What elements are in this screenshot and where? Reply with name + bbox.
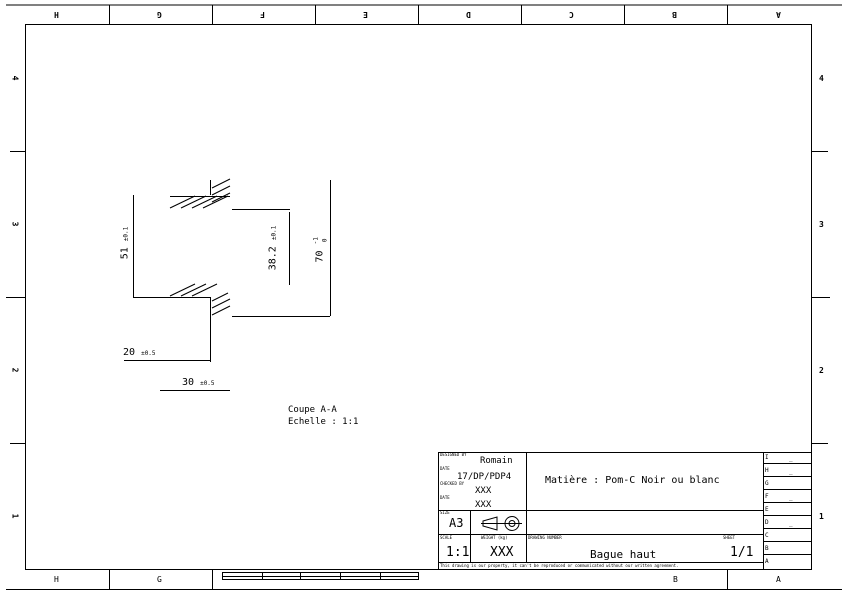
revision-letter: F bbox=[765, 493, 769, 500]
scale-label: Echelle : 1:1 bbox=[288, 417, 359, 427]
weight-label: WEIGHT (kg) bbox=[481, 535, 508, 540]
row-number-right: 2 bbox=[819, 366, 824, 375]
revision-mark: _ bbox=[789, 468, 793, 475]
row-number-left: 2 bbox=[10, 367, 20, 373]
zone-letter-bottom: B bbox=[673, 575, 678, 584]
part-name: Bague haut bbox=[590, 548, 657, 561]
checked-by-label: CHECKED BY bbox=[440, 481, 465, 486]
zone-letter-top: A bbox=[776, 10, 781, 19]
revision-letter: C bbox=[765, 532, 769, 539]
scale-value: 1:1 bbox=[446, 545, 470, 560]
designed-by-label: DESIGNED BY bbox=[440, 452, 467, 457]
scale-field-label: SCALE bbox=[440, 535, 453, 540]
revision-letter: H bbox=[765, 467, 769, 474]
material-text: Matière : Pom-C Noir ou blanc bbox=[545, 475, 720, 486]
zone-letter-top: H bbox=[54, 10, 59, 19]
date-value: 17/DP/PDP4 bbox=[457, 472, 512, 482]
row-number-right: 1 bbox=[819, 512, 824, 521]
row-number-right: 4 bbox=[819, 74, 824, 83]
dimension-38-2: 38.2 ±0.1 bbox=[267, 225, 279, 271]
zone-letter-top: B bbox=[672, 10, 677, 19]
zone-letter-bottom: H bbox=[54, 575, 59, 584]
dimension-lines bbox=[124, 180, 331, 391]
date2-label: DATE bbox=[440, 495, 450, 500]
revision-letter: D bbox=[765, 519, 769, 526]
date2-value: XXX bbox=[475, 500, 492, 510]
zone-letter-top: D bbox=[466, 10, 471, 19]
zone-letter-bottom: G bbox=[157, 575, 162, 584]
zone-letter-top: G bbox=[157, 10, 162, 19]
revision-mark: _ bbox=[789, 494, 793, 501]
dimension-20: 20 ±0.5 bbox=[123, 347, 156, 358]
zone-letter-bottom: A bbox=[776, 575, 781, 584]
zone-letter-top: C bbox=[569, 10, 574, 19]
dimension-51: 51 ±0.1 bbox=[119, 226, 131, 260]
revision-mark: _ bbox=[789, 520, 793, 527]
designed-by-value: Romain bbox=[480, 456, 513, 466]
dimension-30: 30 ±0.5 bbox=[182, 377, 215, 388]
checked-by-value: XXX bbox=[475, 486, 492, 496]
revision-letter: E bbox=[765, 506, 769, 513]
row-number-right: 3 bbox=[819, 220, 824, 229]
revision-letter: A bbox=[765, 558, 769, 565]
title-block bbox=[438, 452, 812, 570]
section-label: Coupe A-A bbox=[288, 405, 337, 415]
row-number-left: 4 bbox=[10, 75, 20, 81]
drawing-number-label: DRAWING NUMBER bbox=[528, 535, 562, 540]
revision-letter: I bbox=[765, 454, 769, 461]
zone-letter-top: F bbox=[260, 10, 265, 19]
part-section bbox=[133, 178, 330, 362]
row-number-left: 3 bbox=[10, 221, 20, 227]
weight-value: XXX bbox=[490, 545, 514, 560]
ownership-notice: This drawing is our property, it can't b… bbox=[440, 563, 679, 568]
zone-letter-top: E bbox=[363, 10, 368, 19]
sheet-value: 1/1 bbox=[730, 545, 754, 560]
size-value: A3 bbox=[449, 516, 464, 530]
sheet-label: SHEET bbox=[723, 535, 736, 540]
revision-letter: G bbox=[765, 480, 769, 487]
size-label: SIZE bbox=[440, 510, 450, 515]
revision-letter: B bbox=[765, 545, 769, 552]
row-number-left: 1 bbox=[10, 513, 20, 519]
drawing-frame bbox=[25, 24, 812, 570]
revision-mark: _ bbox=[789, 455, 793, 462]
date-label: DATE bbox=[440, 466, 450, 471]
